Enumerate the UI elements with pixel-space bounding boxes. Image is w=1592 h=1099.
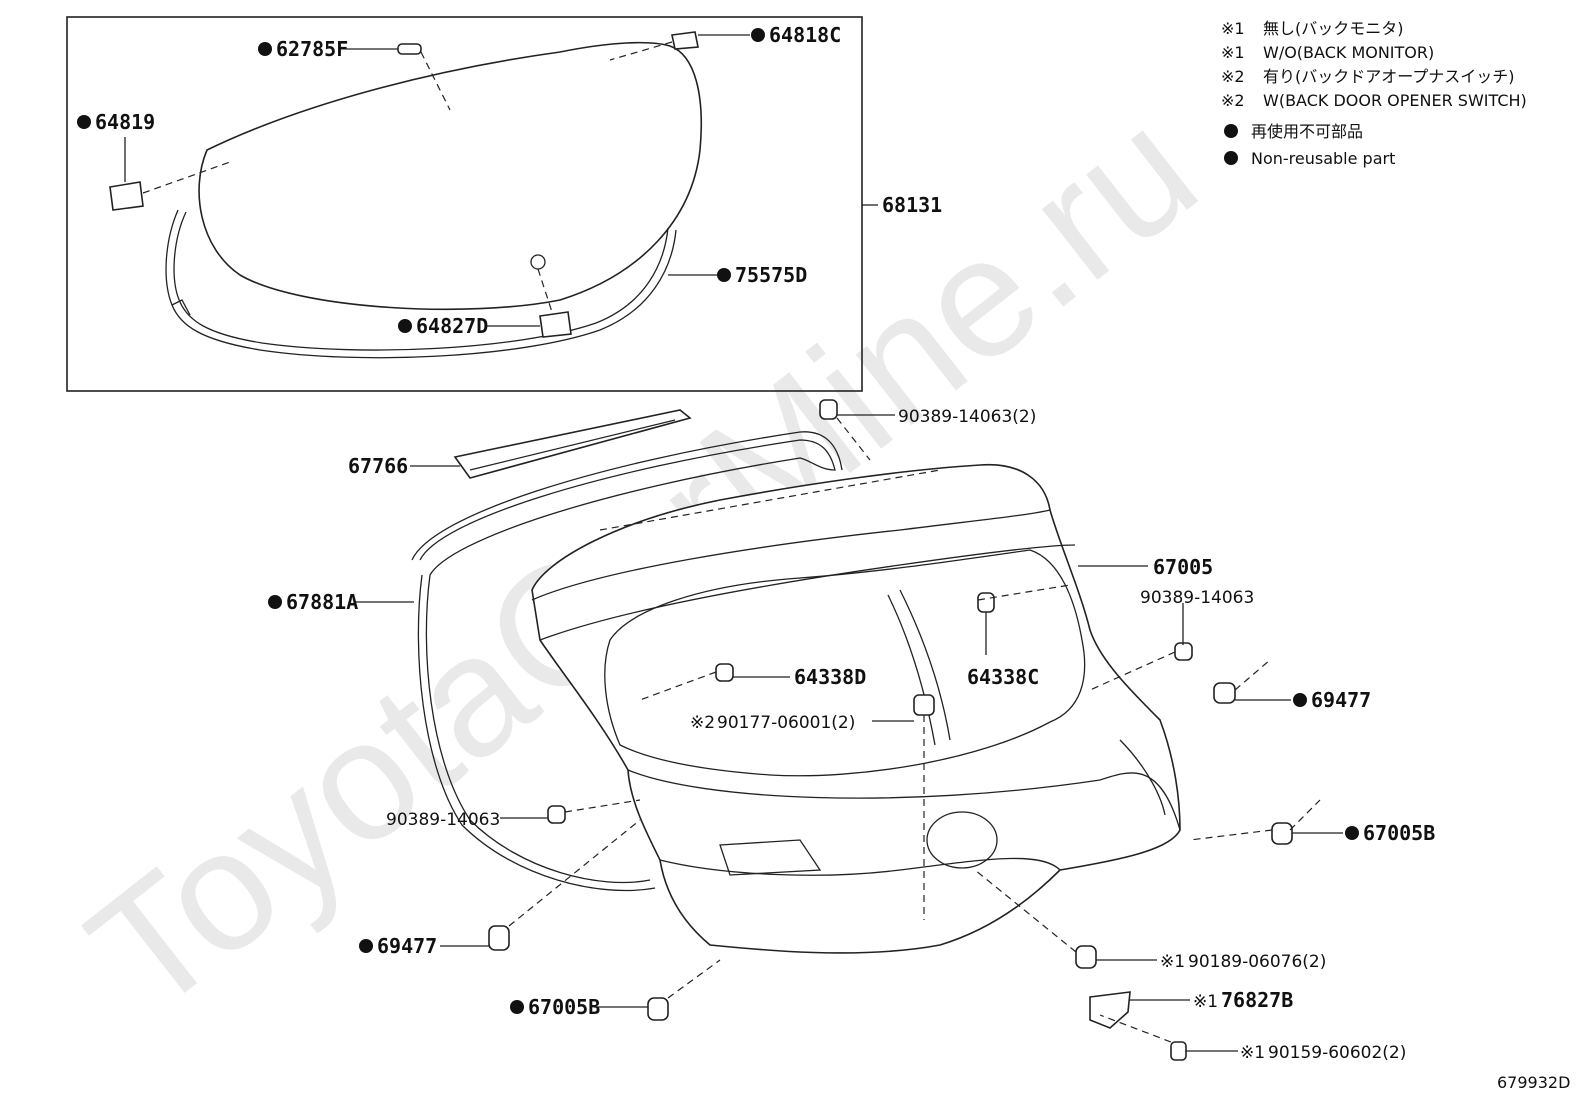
figure-id: 679932D <box>1497 1073 1570 1092</box>
svg-text:67766: 67766 <box>348 454 408 478</box>
label-64818C: 64818C <box>751 23 841 47</box>
svg-text:68131: 68131 <box>882 193 942 217</box>
glass-small-parts <box>109 31 699 338</box>
svg-text:64338D: 64338D <box>794 665 866 689</box>
main-dashed-lines <box>508 417 1321 1043</box>
label-75575D: 75575D <box>717 263 807 287</box>
legend-text-2: W/O(BACK MONITOR) <box>1263 43 1434 62</box>
label-69477-left: 69477 <box>359 934 437 958</box>
legend-nonreusable-jp: 再使用不可部品 <box>1251 122 1363 141</box>
svg-text:90177-06001(2): 90177-06001(2) <box>717 713 855 733</box>
svg-text:90189-06076(2): 90189-06076(2) <box>1188 952 1326 972</box>
label-67881A: 67881A <box>268 590 358 614</box>
label-62785F: 62785F <box>258 37 348 61</box>
label-76827B: ※1 76827B <box>1193 988 1293 1012</box>
label-68131: 68131 <box>882 193 942 217</box>
legend-text-4: W(BACK DOOR OPENER SWITCH) <box>1263 91 1527 110</box>
svg-text:75575D: 75575D <box>735 263 807 287</box>
label-67005B-left: 67005B <box>510 995 600 1019</box>
svg-text:64819: 64819 <box>95 110 155 134</box>
svg-text:※1: ※1 <box>1240 1043 1265 1063</box>
fasteners <box>488 399 1293 1061</box>
label-90389-14063-top: 90389-14063(2) <box>898 407 1036 427</box>
label-90389-14063-left: 90389-14063 <box>386 810 500 830</box>
back-door-glass <box>198 41 703 311</box>
svg-text:※1: ※1 <box>1160 952 1185 972</box>
glass-weatherstrip <box>165 209 677 359</box>
svg-text:90389-14063: 90389-14063 <box>1140 588 1254 608</box>
svg-text:67005B: 67005B <box>1363 821 1435 845</box>
legend-mark-4: ※2 <box>1221 91 1245 110</box>
back-door-panel <box>531 463 1181 954</box>
label-67005: 67005 <box>1153 555 1213 579</box>
label-64819: 64819 <box>77 110 155 134</box>
legend-text-3: 有り(バックドアオープナスイッチ) <box>1263 67 1515 86</box>
legend-text-1: 無し(バックモニタ) <box>1263 19 1404 38</box>
legend-dot-en <box>1224 151 1238 165</box>
legend-dot-jp <box>1224 124 1238 138</box>
legend: ※1 無し(バックモニタ) ※1 W/O(BACK MONITOR) ※2 有り… <box>1221 19 1527 168</box>
svg-text:90159-60602(2): 90159-60602(2) <box>1268 1043 1406 1063</box>
svg-text:62785F: 62785F <box>276 37 348 61</box>
svg-text:76827B: 76827B <box>1221 988 1293 1012</box>
svg-text:90389-14063(2): 90389-14063(2) <box>898 407 1036 427</box>
label-90159-60602: ※1 90159-60602(2) <box>1240 1043 1406 1063</box>
svg-text:90389-14063: 90389-14063 <box>386 810 500 830</box>
svg-text:※2: ※2 <box>690 713 715 733</box>
label-90189-06076: ※1 90189-06076(2) <box>1160 952 1326 972</box>
leader-lines <box>124 34 1343 1052</box>
label-67005B-right: 67005B <box>1345 821 1435 845</box>
legend-mark-1: ※1 <box>1221 19 1245 38</box>
svg-text:64827D: 64827D <box>416 314 488 338</box>
back-door-weatherstrip <box>411 431 843 892</box>
label-64827D: 64827D <box>398 314 488 338</box>
label-67766: 67766 <box>348 454 408 478</box>
svg-text:67881A: 67881A <box>286 590 358 614</box>
svg-text:64818C: 64818C <box>769 23 841 47</box>
legend-nonreusable-en: Non-reusable part <box>1251 149 1395 168</box>
label-64338C: 64338C <box>967 665 1039 689</box>
legend-mark-2: ※1 <box>1221 43 1245 62</box>
svg-text:64338C: 64338C <box>967 665 1039 689</box>
svg-text:※1: ※1 <box>1193 992 1218 1012</box>
svg-text:69477: 69477 <box>1311 688 1371 712</box>
label-64338D: 64338D <box>794 665 866 689</box>
svg-text:67005: 67005 <box>1153 555 1213 579</box>
glass-inset-box <box>66 16 863 392</box>
label-69477-right: 69477 <box>1293 688 1371 712</box>
spoiler-67766 <box>453 409 692 479</box>
legend-mark-3: ※2 <box>1221 67 1245 86</box>
label-90177-06001: ※2 90177-06001(2) <box>690 713 855 733</box>
inset-dashed-lines <box>142 41 673 313</box>
label-90389-14063-right: 90389-14063 <box>1140 588 1254 608</box>
svg-text:67005B: 67005B <box>528 995 600 1019</box>
svg-text:69477: 69477 <box>377 934 437 958</box>
